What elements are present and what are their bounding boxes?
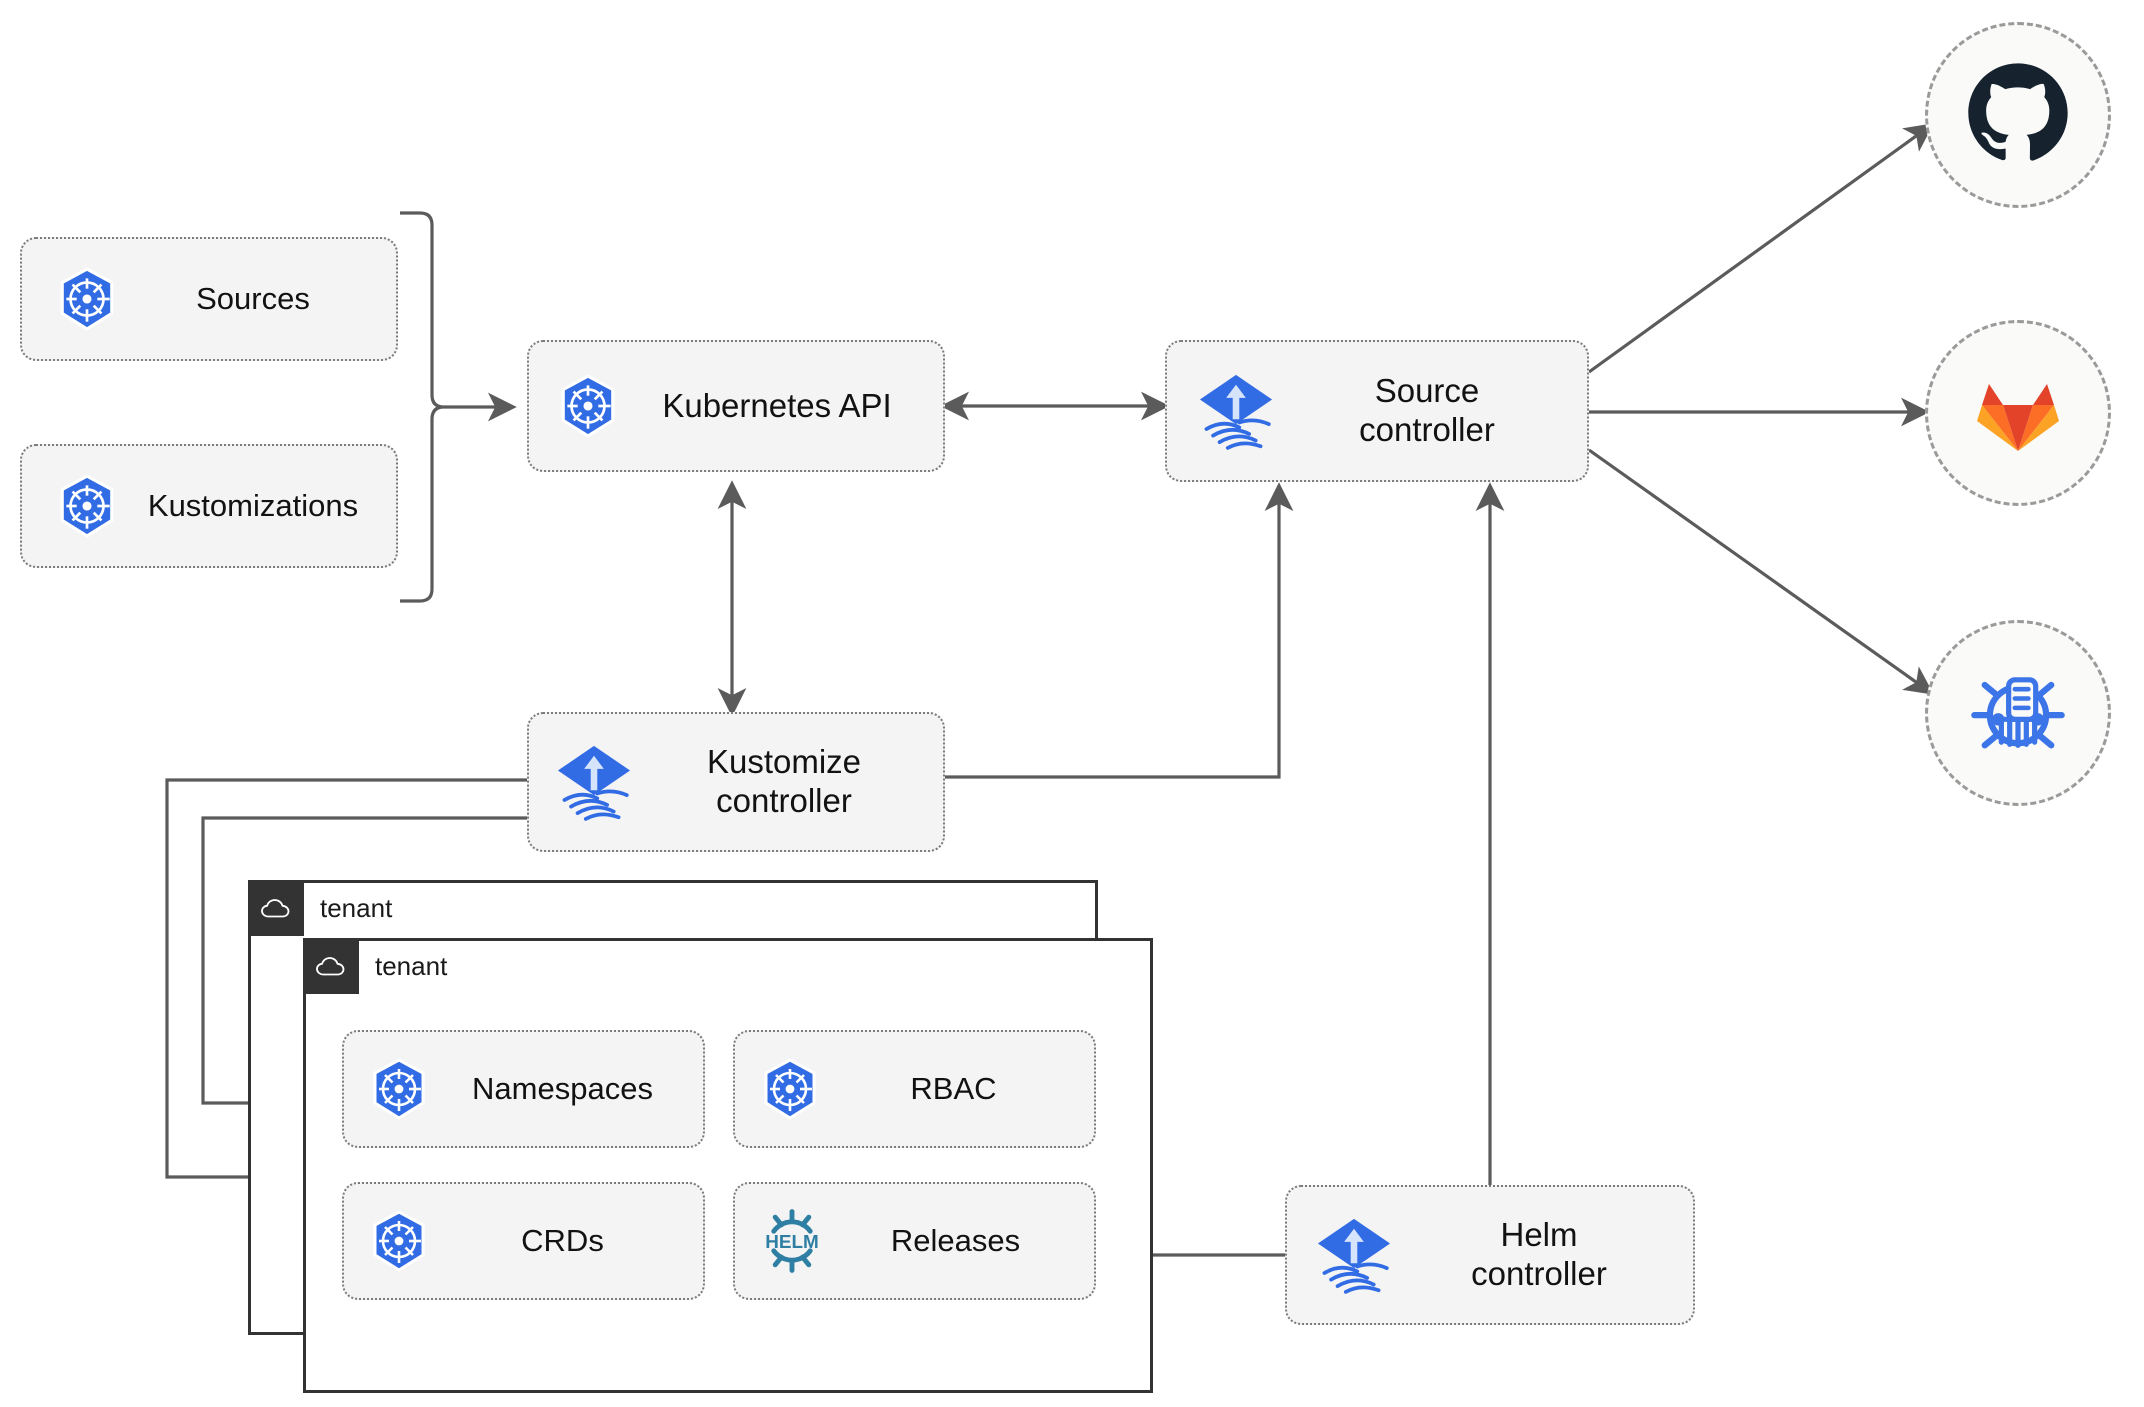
kubernetes-icon [54, 266, 120, 332]
node-label: Kubernetes API [662, 386, 892, 424]
node-label: Releases [890, 1222, 1021, 1258]
kubernetes-icon [366, 1056, 432, 1122]
node-crds[interactable]: CRDs [342, 1182, 705, 1300]
node-label: Namespaces [472, 1070, 653, 1106]
node-github[interactable] [1925, 22, 2111, 208]
node-gitlab[interactable] [1925, 320, 2111, 506]
kubernetes-icon [555, 373, 621, 439]
node-label: RBAC [910, 1070, 997, 1106]
tenant-label: tenant [375, 950, 448, 981]
flux-icon [553, 741, 635, 823]
flux-icon [1195, 370, 1277, 452]
helm-repository-icon [1966, 659, 2070, 768]
flux-icon [1313, 1214, 1395, 1296]
cloud-icon [303, 938, 359, 994]
kubernetes-icon [54, 473, 120, 539]
tenant-back-tab: tenant [248, 880, 392, 936]
tenant-label: tenant [320, 892, 393, 923]
node-source-controller[interactable]: Source controller [1165, 340, 1589, 482]
node-helm-controller[interactable]: Helm controller [1285, 1185, 1695, 1325]
node-namespaces[interactable]: Namespaces [342, 1030, 705, 1148]
tenant-front-tab: tenant [303, 938, 447, 994]
node-label: Kustomize controller [706, 743, 862, 819]
helm-icon: HELM [757, 1206, 827, 1276]
edge-kustomize-to-source [944, 482, 1294, 779]
gitlab-icon [1968, 361, 2068, 466]
github-icon [1964, 59, 2072, 172]
kubernetes-icon [366, 1208, 432, 1274]
node-kustomize-controller[interactable]: Kustomize controller [527, 712, 945, 852]
svg-text:HELM: HELM [765, 1232, 819, 1253]
node-label: Source controller [1359, 372, 1495, 448]
node-rbac[interactable]: RBAC [733, 1030, 1096, 1148]
node-label: CRDs [521, 1222, 604, 1258]
node-sources[interactable]: Sources [20, 237, 398, 361]
edge-source-to-helmrepo [1588, 448, 1934, 695]
node-helm-repository[interactable] [1925, 620, 2111, 806]
node-kustomizations[interactable]: Kustomizations [20, 444, 398, 568]
tenant-front[interactable]: tenant [303, 938, 1153, 1393]
node-releases[interactable]: HELM Releases [733, 1182, 1096, 1300]
kubernetes-icon [757, 1056, 823, 1122]
node-kubernetes-api[interactable]: Kubernetes API [527, 340, 945, 472]
cloud-icon [248, 880, 304, 936]
node-label: Helm controller [1471, 1216, 1607, 1292]
edge-source-to-github [1588, 123, 1934, 374]
node-label: Kustomizations [147, 487, 359, 523]
edge-crd-brace [400, 211, 445, 603]
node-label: Sources [196, 280, 310, 316]
